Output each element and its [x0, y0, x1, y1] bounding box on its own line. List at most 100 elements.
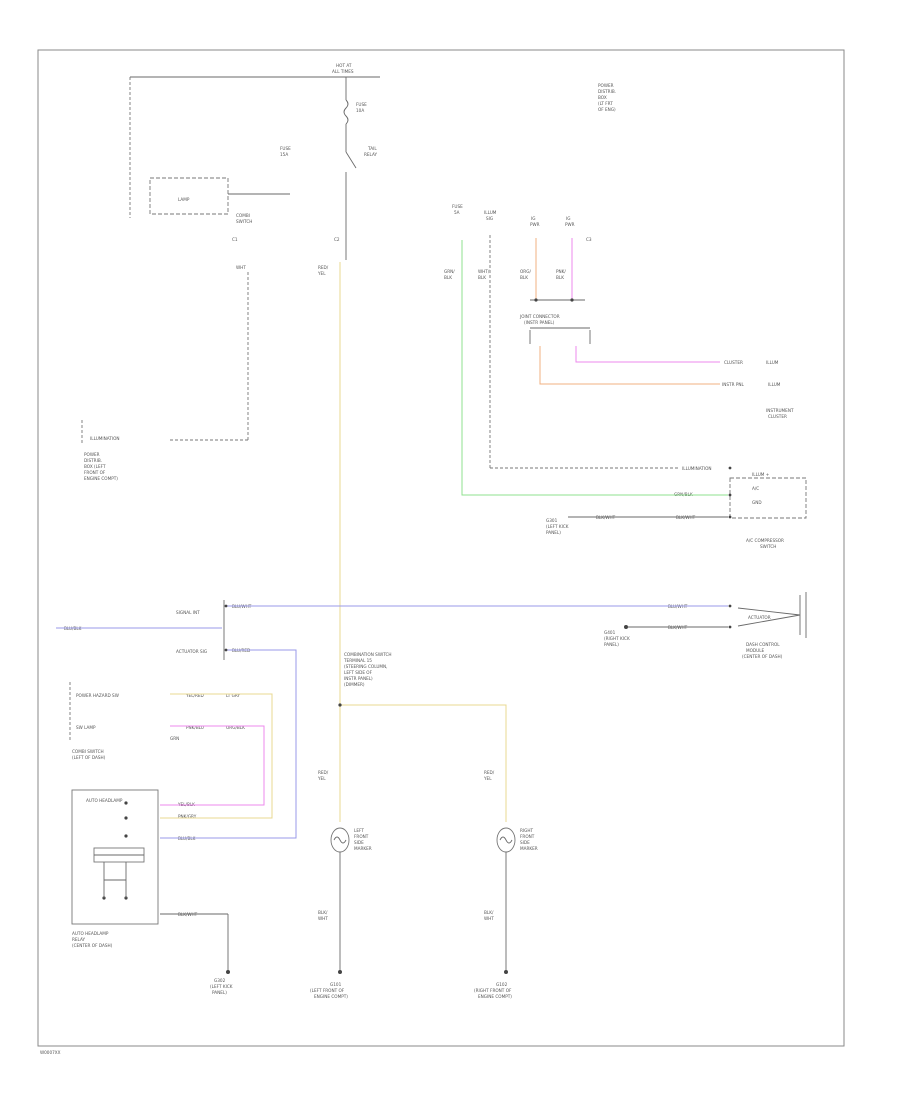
svg-text:WHT/: WHT/	[478, 269, 490, 274]
svg-text:C1: C1	[232, 237, 238, 242]
wire-green	[461, 240, 728, 496]
svg-text:ILLUM: ILLUM	[768, 382, 781, 387]
svg-text:(LEFT OF DASH): (LEFT OF DASH)	[72, 755, 106, 760]
svg-text:G401: G401	[604, 630, 616, 635]
svg-text:MODULE: MODULE	[746, 648, 765, 653]
svg-text:SWITCH: SWITCH	[236, 219, 252, 224]
svg-text:YEL: YEL	[317, 271, 326, 276]
svg-text:CLUSTER: CLUSTER	[724, 360, 743, 365]
svg-text:(CENTER OF DASH): (CENTER OF DASH)	[742, 654, 783, 659]
svg-text:PWR: PWR	[565, 222, 575, 227]
svg-text:COMBI SWITCH: COMBI SWITCH	[72, 749, 104, 754]
svg-text:PANEL): PANEL)	[546, 530, 561, 535]
svg-text:RELAY: RELAY	[72, 937, 86, 942]
svg-text:RED/: RED/	[318, 770, 329, 775]
svg-text:(LEFT KICK: (LEFT KICK	[546, 524, 569, 529]
svg-text:JOINT CONNECTOR: JOINT CONNECTOR	[519, 314, 560, 319]
svg-text:(INSTR PANEL): (INSTR PANEL)	[524, 320, 555, 325]
svg-text:PANEL): PANEL)	[604, 642, 619, 647]
svg-text:BLK: BLK	[444, 275, 452, 280]
left-side-marker: RED/ YEL LEFT FRONT SIDE MARKER BLK/ WHT…	[310, 770, 372, 999]
svg-text:POWER HAZARD SW: POWER HAZARD SW	[76, 693, 119, 698]
svg-text:CLUSTER: CLUSTER	[768, 414, 787, 419]
svg-text:FUSE: FUSE	[280, 146, 291, 151]
svg-text:ENGINE COMPT): ENGINE COMPT)	[314, 994, 348, 999]
diagram-frame	[37, 49, 845, 1047]
svg-text:(DIMMER): (DIMMER)	[344, 682, 365, 687]
combination-switch-center: COMBINATION SWITCH TERMINAL 15 (STEERING…	[343, 652, 392, 687]
svg-text:(RIGHT KICK: (RIGHT KICK	[604, 636, 630, 641]
svg-text:INSTR PANEL): INSTR PANEL)	[344, 676, 373, 681]
actuator-right: ACTUATOR BLK/WHT G401 (RIGHT KICK PANEL)…	[604, 592, 807, 659]
svg-text:10A: 10A	[356, 108, 364, 113]
svg-text:SIGNAL INT: SIGNAL INT	[176, 610, 200, 615]
svg-text:INSTR PNL: INSTR PNL	[722, 382, 744, 387]
svg-text:C2: C2	[334, 237, 340, 242]
svg-text:(CENTER OF DASH): (CENTER OF DASH)	[72, 943, 113, 948]
svg-text:(LEFT KICK: (LEFT KICK	[210, 984, 233, 989]
svg-text:FRONT: FRONT	[354, 834, 369, 839]
svg-text:(LEFT FRONT OF: (LEFT FRONT OF	[310, 988, 345, 993]
svg-text:GRN/: GRN/	[444, 269, 455, 274]
svg-text:15A: 15A	[280, 152, 288, 157]
svg-text:SIDE: SIDE	[520, 840, 530, 845]
svg-text:IG: IG	[566, 216, 570, 221]
svg-text:BLK: BLK	[478, 275, 486, 280]
svg-text:YEL/RED: YEL/RED	[185, 693, 204, 698]
svg-text:SWITCH: SWITCH	[760, 544, 776, 549]
svg-text:WHT: WHT	[484, 916, 494, 921]
svg-text:ACTUATOR SIG: ACTUATOR SIG	[176, 649, 207, 654]
svg-text:(STEERING COLUMN,: (STEERING COLUMN,	[344, 664, 387, 669]
svg-text:HOT AT: HOT AT	[336, 63, 352, 68]
svg-text:PNK/: PNK/	[556, 269, 566, 274]
svg-text:BLK/WHT: BLK/WHT	[178, 912, 198, 917]
svg-text:BLK/: BLK/	[318, 910, 328, 915]
svg-text:BLK/WHT: BLK/WHT	[596, 515, 616, 520]
svg-text:LEFT SIDE OF: LEFT SIDE OF	[344, 670, 373, 675]
svg-text:LEFT: LEFT	[354, 828, 364, 833]
svg-text:YEL: YEL	[317, 776, 326, 781]
svg-text:FUSE: FUSE	[452, 204, 463, 209]
svg-text:SIDE: SIDE	[354, 840, 364, 845]
svg-text:DASH CONTROL: DASH CONTROL	[746, 642, 780, 647]
svg-text:INSTRUMENT: INSTRUMENT	[766, 408, 794, 413]
svg-text:RELAY: RELAY	[364, 152, 378, 157]
svg-text:LAMP: LAMP	[178, 197, 190, 202]
svg-text:ORG/BLK: ORG/BLK	[226, 725, 245, 730]
power-source-top: HOT AT ALL TIMES FUSE 10A TAIL RELAY FUS…	[129, 63, 616, 260]
svg-text:RIGHT: RIGHT	[520, 828, 534, 833]
svg-text:ILLUMINATION: ILLUMINATION	[682, 466, 712, 471]
svg-text:DISTRIB.: DISTRIB.	[84, 458, 102, 463]
svg-text:FUSE: FUSE	[356, 102, 367, 107]
instrument-cluster: CLUSTER ILLUM INSTR PNL ILLUM INSTRUMENT…	[722, 360, 794, 419]
svg-text:POWER: POWER	[84, 452, 100, 457]
svg-text:MARKER: MARKER	[520, 846, 538, 851]
svg-text:ACTUATOR: ACTUATOR	[748, 615, 771, 620]
svg-text:SIG: SIG	[486, 216, 493, 221]
svg-text:DISTRIB.: DISTRIB.	[598, 89, 616, 94]
svg-text:ILLUMINATION: ILLUMINATION	[90, 436, 120, 441]
svg-text:BLK/WHT: BLK/WHT	[676, 515, 696, 520]
svg-text:C3: C3	[586, 237, 592, 242]
svg-text:RED/: RED/	[484, 770, 495, 775]
footer-code: W0007XX	[40, 1050, 61, 1055]
svg-text:MARKER: MARKER	[354, 846, 372, 851]
svg-text:G101: G101	[330, 982, 342, 987]
svg-text:LT GRY: LT GRY	[226, 693, 241, 698]
svg-text:TERMINAL 15: TERMINAL 15	[343, 658, 372, 663]
svg-text:A/C COMPRESSOR: A/C COMPRESSOR	[746, 538, 784, 543]
svg-text:BOX: BOX	[598, 95, 607, 100]
power-dist-left: ILLUMINATION POWER DISTRIB. BOX (LEFT FR…	[81, 420, 120, 481]
svg-text:POWER: POWER	[598, 83, 614, 88]
wire-orange-lower	[539, 346, 720, 385]
wire-blue-lower	[160, 649, 297, 839]
svg-text:PWR: PWR	[530, 222, 540, 227]
colored-wires	[56, 238, 728, 839]
svg-text:ILLUM: ILLUM	[484, 210, 497, 215]
svg-text:G301: G301	[546, 518, 558, 523]
svg-text:BLK: BLK	[520, 275, 528, 280]
svg-text:G102: G102	[496, 982, 508, 987]
wire-yellow-left	[160, 693, 273, 819]
svg-text:FRONT: FRONT	[520, 834, 535, 839]
svg-text:PNK/GRY: PNK/GRY	[178, 814, 197, 819]
